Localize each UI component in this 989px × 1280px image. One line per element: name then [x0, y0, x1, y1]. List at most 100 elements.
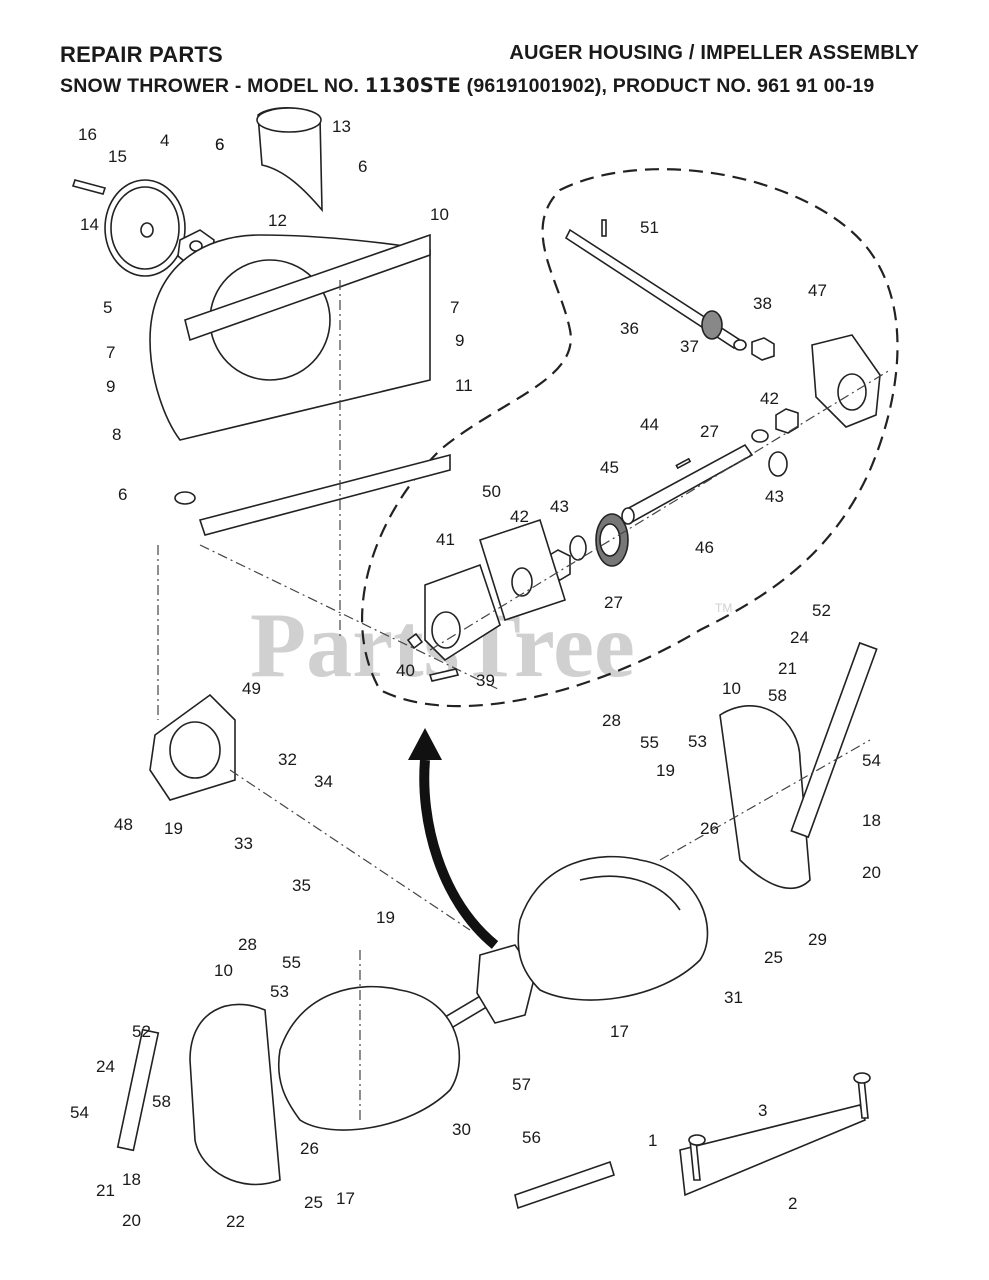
callout-number: 3	[758, 1101, 767, 1120]
callout-number: 52	[132, 1022, 151, 1041]
callout-number: 7	[450, 298, 459, 317]
gearbox-detail-group	[406, 219, 881, 682]
callout-number: 25	[764, 948, 783, 967]
assembly-title: AUGER HOUSING / IMPELLER ASSEMBLY	[509, 42, 919, 64]
key	[675, 457, 692, 470]
callout-number: 30	[452, 1120, 471, 1139]
auger-flight-right	[517, 855, 709, 1001]
callout-number: 26	[700, 819, 719, 838]
callout-number: 21	[778, 659, 797, 678]
callout-number: 20	[862, 863, 881, 882]
callout-number: 21	[96, 1181, 115, 1200]
callout-number: 56	[522, 1128, 541, 1147]
assembly-axis	[429, 369, 891, 651]
end-plate-left	[189, 1003, 281, 1186]
hex-bushing	[751, 337, 775, 361]
callout-number: 10	[722, 679, 741, 698]
callout-number: 34	[314, 772, 333, 791]
watermark-trademark: TM	[715, 601, 732, 615]
callout-number: 19	[164, 819, 183, 838]
callout-number: 17	[610, 1022, 629, 1041]
shave-plate	[679, 1104, 866, 1197]
bolt	[71, 179, 107, 195]
callout-number: 6	[215, 135, 224, 154]
callout-number: 18	[862, 811, 881, 830]
callout-number: 10	[430, 205, 449, 224]
callout-number: 43	[765, 487, 784, 506]
callout-number: 35	[292, 876, 311, 895]
page-title: REPAIR PARTS	[60, 42, 223, 67]
callout-number: 55	[640, 733, 659, 752]
callout-number: 8	[112, 425, 121, 444]
callout-number: 19	[376, 908, 395, 927]
gear-case-half-left	[424, 563, 501, 662]
callout-number: 27	[604, 593, 623, 612]
callout-number: 58	[768, 686, 787, 705]
callout-number: 28	[602, 711, 621, 730]
callout-number: 26	[300, 1139, 319, 1158]
subtitle-prefix: SNOW THROWER - MODEL NO.	[60, 75, 365, 97]
callout-number: 37	[680, 337, 699, 356]
callout-number: 50	[482, 482, 501, 501]
callout-number: 38	[753, 294, 772, 313]
callout-number: 6	[358, 157, 367, 176]
callout-number: 20	[122, 1211, 141, 1230]
scraper-bar-right	[790, 641, 878, 839]
callout-number: 46	[695, 538, 714, 557]
callout-number: 54	[862, 751, 881, 770]
worm-shaft	[564, 228, 742, 350]
housing-top-rail	[184, 233, 431, 342]
callout-number: 14	[80, 215, 99, 234]
callout-number: 4	[160, 131, 169, 150]
auger-assembly-group	[116, 641, 878, 1210]
end-plate-right	[719, 705, 811, 890]
callout-number: 28	[238, 935, 257, 954]
callout-number: 19	[656, 761, 675, 780]
callout-number: 49	[242, 679, 261, 698]
gearbox-body	[476, 944, 536, 1024]
auger-flight-left	[277, 985, 461, 1131]
flange-bushing	[775, 408, 799, 434]
callout-number: 54	[70, 1103, 89, 1122]
callout-number: 33	[234, 834, 253, 853]
model-number: 1130STE	[364, 74, 462, 97]
output-shaft	[623, 443, 754, 524]
callout-number: 31	[724, 988, 743, 1007]
subtitle-suffix: (96191001902), PRODUCT NO. 961 91 00-19	[461, 75, 875, 97]
callout-number: 12	[268, 211, 287, 230]
callout-number: 6	[118, 485, 127, 504]
callout-number: 16	[78, 125, 97, 144]
bearing-housing-left	[149, 693, 236, 801]
impeller-housing-group	[71, 107, 451, 536]
callout-number: 2	[788, 1194, 797, 1213]
callout-number: 17	[336, 1189, 355, 1208]
callout-number: 42	[760, 389, 779, 408]
gasket	[479, 518, 566, 622]
callout-number: 36	[620, 319, 639, 338]
callout-number: 53	[688, 732, 707, 751]
callout-number: 58	[152, 1092, 171, 1111]
callout-number: 55	[282, 953, 301, 972]
bracket	[514, 1160, 615, 1210]
callout-number: 45	[600, 458, 619, 477]
callout-number: 48	[114, 815, 133, 834]
callout-number: 41	[436, 530, 455, 549]
assembly-axis	[659, 739, 871, 861]
callout-number: 24	[96, 1057, 115, 1076]
callout-number: 47	[808, 281, 827, 300]
callout-number: 25	[304, 1193, 323, 1212]
callout-number: 39	[476, 671, 495, 690]
callout-number: 11	[455, 376, 473, 395]
detail-boundary	[361, 168, 899, 708]
callout-number: 27	[700, 422, 719, 441]
vent-plug	[406, 632, 424, 650]
model-subtitle: SNOW THROWER - MODEL NO. 1130STE (961910…	[60, 74, 874, 98]
callout-number: 1	[648, 1131, 657, 1150]
callout-number: 51	[640, 218, 659, 237]
callout-number: 7	[106, 343, 115, 362]
callout-number: 6	[215, 135, 224, 154]
callout-number: 18	[122, 1170, 141, 1189]
gearbox-bolt	[428, 668, 460, 682]
assembly-axis	[199, 544, 501, 691]
callout-number: 32	[278, 750, 297, 769]
